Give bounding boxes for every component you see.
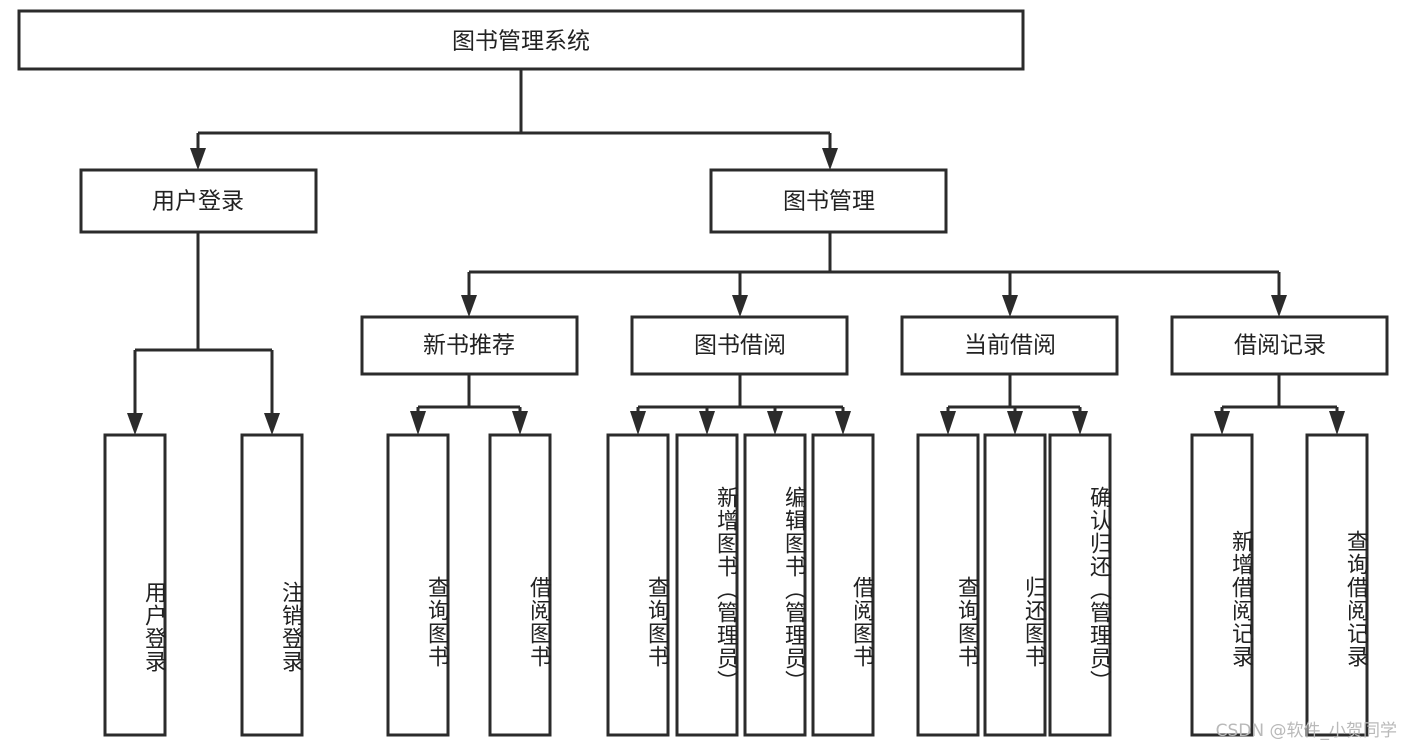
node-book-manage[interactable]: 图书管理 <box>709 168 948 234</box>
arrow-head-leaf-add-book <box>699 411 715 435</box>
leaf-confirm-return-box[interactable] <box>1048 433 1112 737</box>
connectors-group <box>127 69 1345 435</box>
arrow-head-book-manage <box>822 148 838 170</box>
arrow-head-currentborrow <box>1002 295 1018 317</box>
arrow-head-leaf-query-book-2 <box>630 411 646 435</box>
node-book-manage-label: 图书管理 <box>783 189 875 215</box>
node-root[interactable]: 图书管理系统 <box>17 9 1025 71</box>
node-book-borrow-box[interactable] <box>630 315 849 376</box>
arrow-head-bookborrow <box>732 295 748 317</box>
node-borrow-record-box[interactable] <box>1170 315 1389 376</box>
node-root-box[interactable] <box>17 9 1025 71</box>
leaf-query-book-1-box[interactable] <box>386 433 450 737</box>
node-book-manage-box[interactable] <box>709 168 948 234</box>
leaf-query-record-box[interactable] <box>1305 433 1369 737</box>
node-new-book-recommend[interactable]: 新书推荐 <box>360 315 579 376</box>
leaf-logout-login-box[interactable] <box>240 433 304 737</box>
node-user-login-box[interactable] <box>79 168 318 234</box>
arrow-head-leaf-add-record <box>1214 411 1230 435</box>
leaf-borrow-book-1-box[interactable] <box>488 433 552 737</box>
leaf-borrow-book-2-box[interactable] <box>811 433 875 737</box>
leaf-user-login-box[interactable] <box>103 433 167 737</box>
leaf-edit-book-box[interactable] <box>743 433 807 737</box>
arrow-head-leaf-query-book-3 <box>940 411 956 435</box>
arrow-head-leaf-confirm-return <box>1072 411 1088 435</box>
arrow-head-borrowrecord <box>1271 295 1287 317</box>
node-root-label: 图书管理系统 <box>452 29 590 55</box>
leaf-boxes-group <box>103 433 1369 737</box>
leaf-return-book-box[interactable] <box>983 433 1047 737</box>
node-current-borrow-label: 当前借阅 <box>964 333 1056 359</box>
node-borrow-record[interactable]: 借阅记录 <box>1170 315 1389 376</box>
arrow-head-newbook <box>461 295 477 317</box>
arrow-head-leaf-logout-login <box>264 413 280 435</box>
node-user-login[interactable]: 用户登录 <box>79 168 318 234</box>
node-current-borrow[interactable]: 当前借阅 <box>900 315 1119 376</box>
leaf-query-book-3-box[interactable] <box>916 433 980 737</box>
node-current-borrow-box[interactable] <box>900 315 1119 376</box>
node-user-login-label: 用户登录 <box>152 189 244 215</box>
node-borrow-record-label: 借阅记录 <box>1234 333 1326 359</box>
arrow-head-leaf-query-book-1 <box>410 411 426 435</box>
arrow-head-leaf-edit-book <box>767 411 783 435</box>
arrow-head-user-login <box>190 148 206 170</box>
leaf-add-book-box[interactable] <box>675 433 739 737</box>
node-book-borrow-label: 图书借阅 <box>694 333 786 359</box>
leaf-add-record-box[interactable] <box>1190 433 1254 737</box>
arrow-head-leaf-borrow-book-2 <box>835 411 851 435</box>
leaf-query-book-2-box[interactable] <box>606 433 670 737</box>
node-new-book-recommend-box[interactable] <box>360 315 579 376</box>
arrow-head-leaf-query-record <box>1329 411 1345 435</box>
node-new-book-recommend-label: 新书推荐 <box>423 333 515 359</box>
arrow-head-leaf-user-login <box>127 413 143 435</box>
csdn-watermark: CSDN @软件_小贺同学 <box>1215 721 1397 741</box>
arrow-head-leaf-borrow-book-1 <box>512 411 528 435</box>
node-book-borrow[interactable]: 图书借阅 <box>630 315 849 376</box>
arrow-head-leaf-return-book <box>1007 411 1023 435</box>
